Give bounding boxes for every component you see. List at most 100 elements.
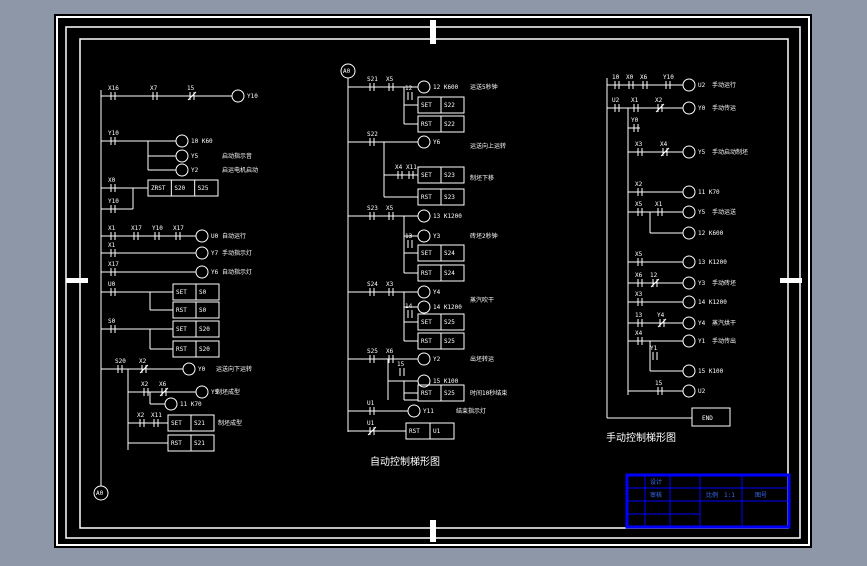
coil-symbol — [195, 385, 209, 399]
instruction-box-label: RST — [421, 338, 432, 345]
title-cell-scale: 比例 — [706, 491, 718, 499]
coil-symbol — [417, 352, 431, 366]
instruction-box — [147, 179, 219, 197]
rung-note: 手动运送 — [712, 208, 736, 216]
manual-ladder-caption: 手动控制梯形图 — [606, 431, 676, 444]
instruction-box-label: S24 — [444, 250, 455, 257]
coil-label: 11 K70 — [698, 189, 720, 196]
coil-label: Y0 — [698, 105, 706, 112]
contact-label: Y10 — [663, 74, 674, 81]
coil-label: Y3 — [433, 233, 441, 240]
contact-label: U1 — [367, 420, 375, 427]
contact-label: 13 — [635, 312, 643, 319]
contact-label: S20 — [115, 358, 126, 365]
coil-symbol — [417, 229, 431, 243]
contact-label: U0 — [108, 281, 116, 288]
rung-note: 时间10秒结束 — [470, 389, 507, 397]
contact-label: Y4 — [657, 312, 665, 319]
contact-label: 13 — [405, 233, 413, 240]
rung-note: 手动指示灯 — [222, 249, 252, 257]
rung-note: 结束指示灯 — [456, 407, 486, 415]
contact-label: 15 — [655, 380, 663, 387]
coil-label: 14 K1200 — [433, 304, 462, 311]
instruction-box-label: RST — [176, 346, 187, 353]
contact-label: X5 — [386, 76, 394, 83]
coil-label: Y2 — [191, 167, 199, 174]
instruction-box-label: S20 — [199, 326, 210, 333]
coil-label: Y0 — [198, 366, 206, 373]
contact-symbol — [187, 91, 197, 101]
contact-label: X4 — [395, 164, 403, 171]
instruction-box-label: S25 — [444, 338, 455, 345]
instruction-box-label: RST — [421, 194, 432, 201]
rung-note: 手动启动制坯 — [712, 148, 748, 156]
instruction-box-label: RST — [421, 270, 432, 277]
contact-symbol — [159, 387, 169, 397]
contact-label: X2 — [139, 358, 147, 365]
instruction-box-label: ZRST — [151, 185, 166, 192]
coil-symbol — [175, 134, 189, 148]
contact-label: X2 — [635, 181, 643, 188]
contact-symbol — [139, 364, 149, 374]
contact-label: Y10 — [108, 198, 119, 205]
coil-symbol — [682, 205, 696, 219]
contact-label: 15 — [187, 85, 195, 92]
contact-label: 12 — [650, 272, 658, 279]
coil-symbol — [417, 209, 431, 223]
coil-symbol — [417, 80, 431, 94]
rung-note: 自动运行 — [222, 232, 246, 240]
rung-note: 出坯转运 — [470, 355, 494, 363]
coil-symbol — [682, 185, 696, 199]
coil-symbol — [231, 89, 245, 103]
coil-symbol — [195, 246, 209, 260]
coil-label: Y1 — [698, 338, 706, 345]
coil-symbol — [682, 101, 696, 115]
contact-label: X6 — [386, 348, 394, 355]
contact-label: X6 — [159, 381, 167, 388]
contact-label: U1 — [367, 400, 375, 407]
instruction-box-label: RST — [421, 121, 432, 128]
coil-label: Y4 — [433, 289, 441, 296]
coil-label: Y7 — [211, 250, 219, 257]
rung-note: 制坯下移 — [470, 174, 494, 182]
instruction-box-label: S22 — [444, 102, 455, 109]
coil-label: Y5 — [698, 149, 706, 156]
coil-label: Y5 — [211, 389, 219, 396]
instruction-box-label: SET — [421, 102, 432, 109]
contact-label: X4 — [635, 330, 643, 337]
contact-label: X11 — [151, 412, 162, 419]
start-marker-label: A0 — [343, 68, 351, 75]
coil-label: Y4 — [698, 320, 706, 327]
coil-symbol — [417, 374, 431, 388]
start-marker-label: A0 — [96, 490, 104, 497]
coil-symbol — [682, 334, 696, 348]
contact-label: S24 — [367, 281, 378, 288]
coil-label: Y5 — [191, 153, 199, 160]
coil-label: 14 K1200 — [698, 299, 727, 306]
instruction-box-label: S25 — [444, 390, 455, 397]
end-box — [691, 407, 731, 427]
rung-note: 砖坯2秒钟 — [470, 232, 498, 240]
coil-label: Y11 — [423, 408, 434, 415]
rung-note: 手动砖坯 — [712, 279, 736, 287]
contact-label: S21 — [367, 76, 378, 83]
contact-label: Y10 — [108, 130, 119, 137]
rung-note: 蒸汽烘干 — [712, 319, 736, 327]
coil-symbol — [175, 163, 189, 177]
contact-label: X5 — [386, 205, 394, 212]
rung-note: 手动传运 — [712, 104, 736, 112]
rung-note: 手动传出 — [712, 337, 736, 345]
coil-label: U2 — [698, 388, 706, 395]
coil-label: 12 K600 — [433, 84, 459, 91]
contact-symbol — [367, 426, 377, 436]
contact-label: X3 — [635, 141, 643, 148]
coil-label: Y6 — [433, 139, 441, 146]
coil-symbol — [682, 78, 696, 92]
coil-label: 13 K1200 — [698, 259, 727, 266]
instruction-box-label: SET — [421, 172, 432, 179]
coil-symbol — [682, 226, 696, 240]
coil-symbol — [164, 397, 178, 411]
right-center-mark — [780, 278, 802, 283]
